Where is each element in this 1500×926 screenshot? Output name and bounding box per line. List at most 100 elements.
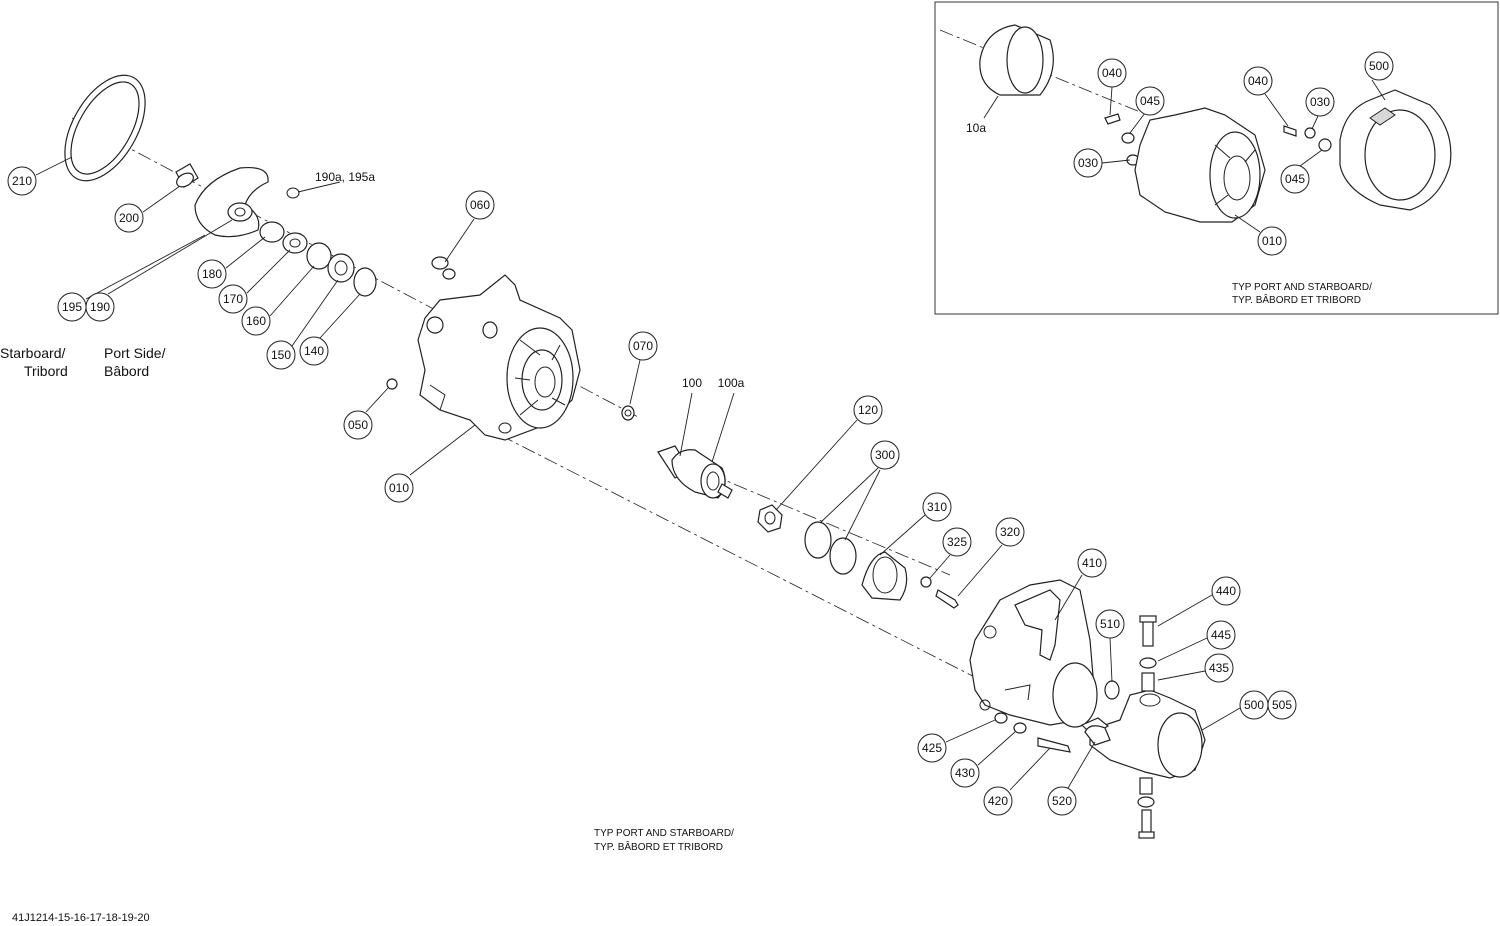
callout-label: 045	[1285, 172, 1305, 186]
callout-c435: 435	[1204, 653, 1234, 683]
callout-label: 320	[1000, 525, 1020, 539]
callout-bubble	[950, 758, 980, 788]
callout-i010: 010	[1257, 226, 1287, 256]
callout-i10a: 10a	[966, 121, 986, 135]
callout-c010: 010	[384, 473, 414, 503]
callout-bubble	[870, 440, 900, 470]
callout-bubble	[922, 492, 952, 522]
part-310-cone	[861, 551, 908, 601]
callout-c410: 410	[1077, 548, 1107, 578]
part-190a-oring	[286, 187, 300, 199]
callout-label: 040	[1102, 66, 1122, 80]
callout-bubble	[1135, 86, 1165, 116]
callout-bubble	[266, 340, 296, 370]
part-520-plate	[1084, 725, 1111, 746]
callout-c210: 210	[7, 166, 37, 196]
callout-label: 030	[1078, 156, 1098, 170]
callout-label: 040	[1248, 74, 1268, 88]
leader-lines	[35, 156, 1241, 791]
callout-bubble	[85, 292, 115, 322]
callout-c140: 140	[299, 336, 329, 366]
callout-c425: 425	[917, 733, 947, 763]
callout-label: 310	[927, 500, 947, 514]
callout-c060: 060	[465, 190, 495, 220]
callout-label: 300	[875, 448, 895, 462]
inset-note-line2: TYP. BÂBORD ET TRIBORD	[1232, 293, 1361, 306]
callout-i045a: 045	[1135, 86, 1165, 116]
callout-bubble	[942, 527, 972, 557]
callout-bubble	[343, 410, 373, 440]
inset-leader-lines	[983, 79, 1386, 233]
callout-bubble	[628, 331, 658, 361]
part-060-fitting	[431, 256, 456, 280]
part-050-plug	[386, 378, 398, 390]
callout-label: 10a	[966, 121, 986, 135]
callout-label: 430	[955, 766, 975, 780]
callout-c320: 320	[995, 517, 1025, 547]
callout-label: 030	[1310, 95, 1330, 109]
callout-label: 140	[304, 344, 324, 358]
callout-bubble	[1077, 548, 1107, 578]
callout-c200: 200	[114, 203, 144, 233]
callout-label: 060	[470, 198, 490, 212]
callout-c505: 505	[1267, 690, 1297, 720]
part-325-washer	[920, 576, 932, 588]
callout-c440: 440	[1211, 576, 1241, 606]
callout-label: 195	[62, 300, 82, 314]
callout-c190a: 190a, 195a	[315, 170, 375, 184]
callout-bubble	[1095, 609, 1125, 639]
callout-bubble	[1204, 653, 1234, 683]
callout-label: 510	[1100, 617, 1120, 631]
callout-bubble	[853, 395, 883, 425]
callout-label: 420	[988, 794, 1008, 808]
callout-label: 160	[246, 314, 266, 328]
callout-bubble	[1206, 620, 1236, 650]
callout-label: 120	[858, 403, 878, 417]
inset-note-line1: TYP PORT AND STARBOARD/	[1232, 282, 1372, 293]
callout-label: 325	[947, 535, 967, 549]
starboard-label-line2: Tribord	[24, 363, 68, 379]
callout-c520: 520	[1047, 786, 1077, 816]
callout-bubble	[114, 203, 144, 233]
callout-c180: 180	[197, 259, 227, 289]
callout-i045b: 045	[1280, 164, 1310, 194]
callout-bubble	[1243, 66, 1273, 96]
callout-bubble	[384, 473, 414, 503]
callout-c070: 070	[628, 331, 658, 361]
callout-bubble	[197, 259, 227, 289]
callout-label: 190	[90, 300, 110, 314]
inset-frame	[934, 1, 1499, 315]
callout-i500: 500	[1364, 51, 1394, 81]
part-300-oring-a	[804, 521, 832, 559]
callout-label: 100	[682, 376, 702, 390]
part-320-screw	[935, 589, 959, 609]
callout-bubble	[1305, 87, 1335, 117]
callout-bubble	[7, 166, 37, 196]
part-300-oring-b	[829, 537, 857, 575]
part-170-washer	[282, 232, 308, 254]
part-010-pump-housing	[417, 274, 581, 441]
callout-c445: 445	[1206, 620, 1236, 650]
callout-bubble	[299, 336, 329, 366]
part-510-plug	[1104, 680, 1120, 700]
callout-bubble	[995, 517, 1025, 547]
port-label-line1: Port Side/	[104, 345, 166, 361]
callout-bubble	[218, 284, 248, 314]
callout-label: 100a	[718, 376, 745, 390]
callout-label: 190a, 195a	[315, 170, 375, 184]
part-070-nut	[621, 405, 635, 421]
callout-label: 410	[1082, 556, 1102, 570]
starboard-label-line1: Starboard/	[0, 345, 65, 361]
callout-bubble	[917, 733, 947, 763]
callout-label: 425	[922, 741, 942, 755]
callout-c500: 500	[1239, 690, 1269, 720]
callout-label: 520	[1052, 794, 1072, 808]
callout-c170: 170	[218, 284, 248, 314]
callout-i040a: 040	[1097, 58, 1127, 88]
part-440-bolt-stack	[1139, 615, 1157, 692]
callout-bubble	[1047, 786, 1077, 816]
callout-bubble	[1257, 226, 1287, 256]
part-lower-bolt-stack	[1137, 777, 1155, 839]
